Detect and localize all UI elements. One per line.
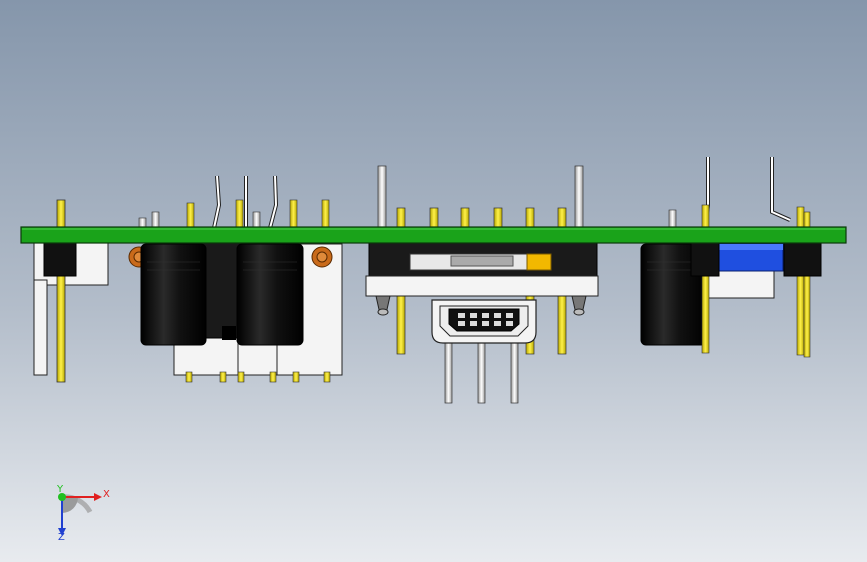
x-axis-label: X	[103, 489, 110, 500]
electrolytic-capacitor-left	[140, 243, 207, 346]
electrolytic-capacitor-far-right	[640, 243, 707, 346]
blue-connector	[718, 243, 784, 272]
z-axis-label: Z	[58, 532, 65, 543]
right-pin-header-a	[690, 204, 720, 354]
standoff-right	[571, 295, 587, 316]
y-axis-dot	[58, 493, 66, 501]
pcb-board	[20, 226, 847, 244]
y-axis-label: Y	[56, 484, 64, 495]
orange-grommet-right	[311, 246, 333, 268]
right-pin-header-b	[783, 206, 822, 358]
triad-plane-shade	[62, 497, 78, 513]
x-axis-arrowhead	[94, 493, 102, 501]
bent-leads	[212, 175, 279, 229]
usb-module-body	[365, 242, 599, 297]
electrolytic-capacitor-right	[236, 243, 304, 346]
standoff-left	[375, 295, 391, 316]
z-axis-arrowhead	[58, 528, 66, 536]
mini-usb-connector	[431, 299, 537, 344]
